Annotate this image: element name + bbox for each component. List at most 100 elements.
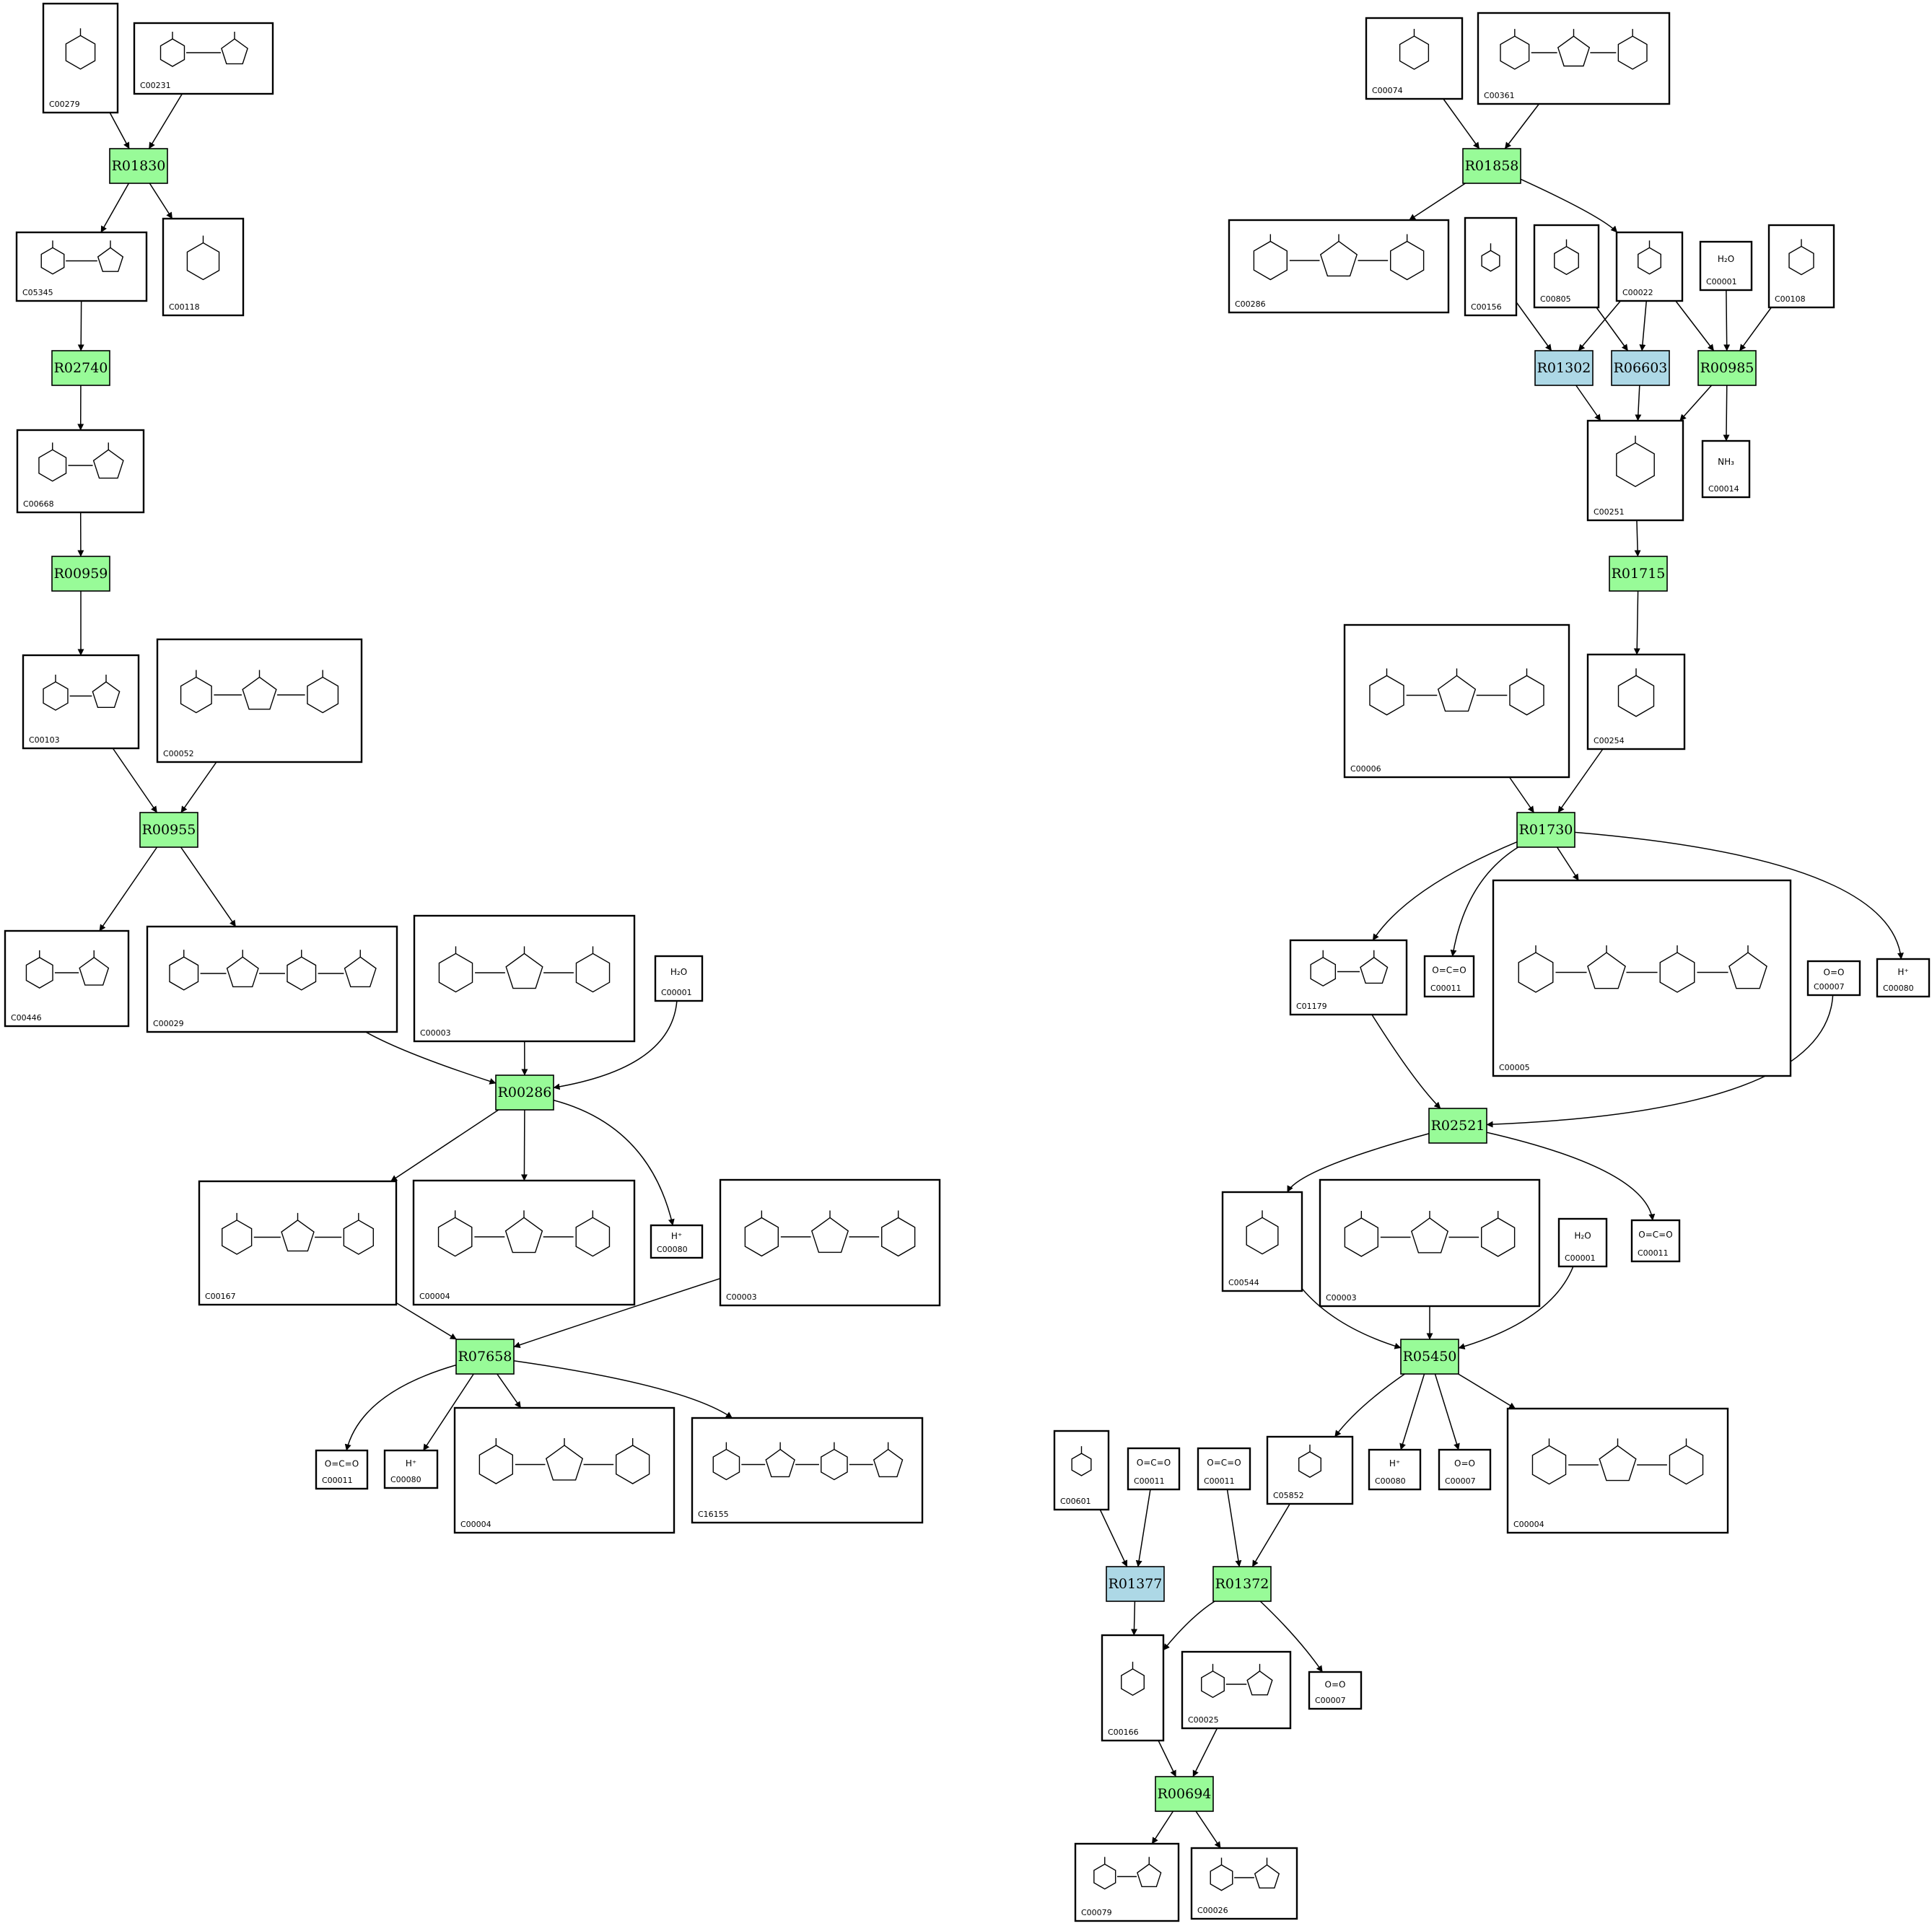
reaction-r00959[interactable]: R00959 (51, 556, 110, 592)
compound-id-label: C05852 (1273, 1491, 1304, 1500)
compound-c00118[interactable]: C00118 (162, 217, 245, 317)
compound-c00004b[interactable]: C00004 (453, 1406, 676, 1534)
compound-c00167[interactable]: C00167 (198, 1180, 398, 1306)
compound-box (1464, 216, 1518, 317)
compound-box (156, 638, 363, 763)
reaction-r01858[interactable]: R01858 (1462, 148, 1521, 184)
reaction-r01377[interactable]: R01377 (1106, 1566, 1165, 1602)
compound-c00668[interactable]: C00668 (16, 429, 145, 514)
compound-box (1876, 958, 1931, 998)
compound-box (1127, 1447, 1181, 1491)
edge-R07658-to-C16155 (513, 1360, 733, 1419)
reaction-box (1609, 556, 1668, 592)
edge-C00251-to-R01715 (1634, 520, 1641, 557)
edge-R01730-to-C00080c (1574, 831, 1904, 960)
compound-c00080a[interactable]: H⁺C00080 (650, 1224, 704, 1259)
compound-id-label: C00052 (163, 749, 194, 758)
reaction-r02740[interactable]: R02740 (51, 350, 110, 386)
compound-c00601[interactable]: C00601 (1053, 1430, 1110, 1511)
edge-C00022-to-R01302 (1578, 300, 1622, 351)
reaction-r05450[interactable]: R05450 (1400, 1339, 1459, 1375)
compound-c00004a[interactable]: C00004 (412, 1179, 636, 1306)
reaction-r01715[interactable]: R01715 (1609, 556, 1668, 592)
reaction-r01302[interactable]: R01302 (1534, 350, 1594, 386)
compound-c00108[interactable]: C00108 (1767, 224, 1835, 309)
compound-c00361[interactable]: C00361 (1477, 12, 1671, 105)
compound-box (1438, 1448, 1492, 1491)
compound-c16155[interactable]: C16155 (691, 1417, 924, 1524)
edge-C00052-to-R00955 (180, 761, 217, 813)
edge-R01858-to-C00286 (1409, 183, 1466, 221)
edge-C00254-to-R01730 (1557, 748, 1604, 813)
reaction-id-label: R01372 (1215, 1576, 1269, 1592)
reaction-r07658[interactable]: R07658 (455, 1339, 515, 1375)
compound-id-label: C00003 (726, 1292, 757, 1302)
compound-c00805[interactable]: C00805 (1533, 224, 1600, 309)
compound-c01179[interactable]: C01179 (1289, 939, 1408, 1016)
compound-c00022[interactable]: C00022 (1615, 231, 1684, 302)
reaction-r06603[interactable]: R06603 (1611, 350, 1670, 386)
compound-c00006[interactable]: C00006 (1343, 623, 1570, 779)
edge-R02521-to-C00544 (1287, 1133, 1430, 1193)
reaction-r00955[interactable]: R00955 (139, 812, 198, 848)
compound-id-label: C16155 (698, 1510, 729, 1519)
reaction-id-label: R01302 (1537, 360, 1591, 376)
compound-box (1506, 1407, 1729, 1534)
compound-c00103[interactable]: C00103 (22, 654, 140, 750)
reaction-r01730[interactable]: R01730 (1516, 812, 1575, 848)
compound-c00254[interactable]: C00254 (1586, 653, 1686, 750)
compound-c00231[interactable]: C00231 (133, 22, 274, 95)
compound-formula: H⁺ (1389, 1458, 1400, 1468)
reaction-r00694[interactable]: R00694 (1155, 1776, 1214, 1812)
reaction-r00985[interactable]: R00985 (1697, 350, 1757, 386)
compound-c00003a[interactable]: C00003 (413, 914, 636, 1043)
compound-id-label: C00074 (1372, 86, 1403, 95)
compound-c00279[interactable]: C00279 (42, 2, 119, 114)
edge-C00108-to-R00985 (1739, 307, 1772, 351)
compound-c00080c[interactable]: H⁺C00080 (1876, 958, 1931, 998)
compound-c05852[interactable]: C05852 (1266, 1435, 1354, 1505)
compound-c00080b[interactable]: H⁺C00080 (383, 1449, 439, 1489)
compound-c00074[interactable]: C00074 (1365, 17, 1464, 100)
compound-c00446[interactable]: C00446 (4, 929, 130, 1028)
reaction-id-label: R05450 (1403, 1349, 1457, 1365)
compound-id-label: C00167 (205, 1292, 236, 1301)
compound-c00080d[interactable]: H⁺C00080 (1368, 1448, 1422, 1491)
compound-formula: O=C=O (1207, 1458, 1241, 1468)
reaction-r01372[interactable]: R01372 (1212, 1566, 1272, 1602)
reaction-id-label: R00955 (142, 822, 196, 838)
reaction-r00286[interactable]: R00286 (495, 1074, 554, 1111)
compound-c00005[interactable]: C00005 (1492, 879, 1792, 1077)
compound-c00251[interactable]: C00251 (1586, 419, 1684, 522)
compound-c00079[interactable]: C00079 (1074, 1842, 1180, 1922)
compound-c00166[interactable]: C00166 (1101, 1634, 1165, 1742)
compound-c00052[interactable]: C00052 (156, 638, 363, 763)
compound-c00544[interactable]: C00544 (1221, 1191, 1303, 1292)
compound-box (16, 429, 145, 514)
compound-formula: H⁺ (406, 1458, 416, 1468)
compound-c00003b[interactable]: C00003 (719, 1178, 941, 1307)
compound-c05345[interactable]: C05345 (15, 231, 148, 302)
compound-c00029[interactable]: C00029 (146, 925, 398, 1033)
reaction-r02521[interactable]: R02521 (1428, 1108, 1487, 1144)
compound-c00156[interactable]: C00156 (1464, 216, 1518, 317)
compound-box (453, 1406, 676, 1534)
reaction-r01830[interactable]: R01830 (109, 148, 168, 184)
compound-c00286[interactable]: C00286 (1228, 219, 1450, 314)
compound-c00004c[interactable]: C00004 (1506, 1407, 1729, 1534)
compound-c00025[interactable]: C00025 (1181, 1650, 1292, 1730)
compound-c00003c[interactable]: C00003 (1319, 1178, 1541, 1308)
compound-c00026[interactable]: C00026 (1190, 1847, 1298, 1920)
